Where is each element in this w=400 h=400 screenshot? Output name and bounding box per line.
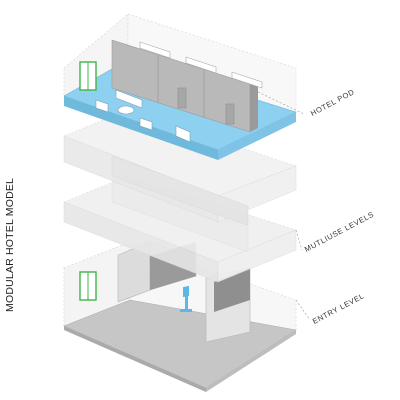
label-leader-lines xyxy=(257,91,311,321)
kiosk-icon xyxy=(180,285,192,312)
hotel-pod-module xyxy=(63,13,297,160)
room-door-2 xyxy=(225,103,235,125)
room-door-1 xyxy=(177,87,187,109)
multiuse-level-lower xyxy=(63,175,297,283)
bed-icon xyxy=(139,41,263,89)
diagram-title: MODULAR HOTEL MODEL xyxy=(4,177,16,312)
multiuse-level-upper xyxy=(63,109,297,227)
sofa-icon xyxy=(95,89,191,143)
exit-door-icon xyxy=(79,61,97,91)
exit-door-icon xyxy=(79,271,97,301)
